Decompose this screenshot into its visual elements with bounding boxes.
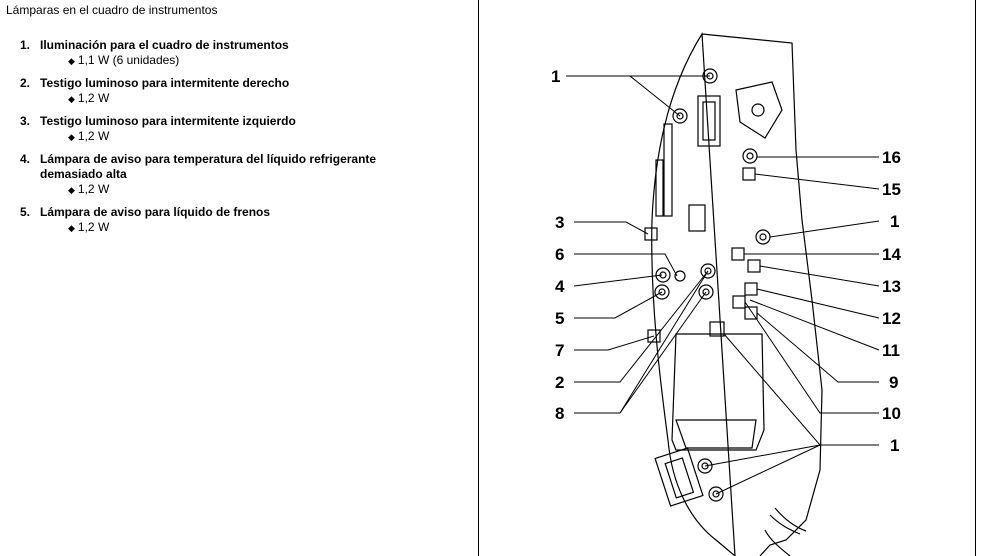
right-divider <box>975 0 976 556</box>
diamond-bullet-icon: ◆ <box>68 56 75 66</box>
callout-11: 11 <box>882 341 900 360</box>
callout-3: 3 <box>555 213 564 232</box>
item-spec-value: 1,2 W <box>77 220 110 234</box>
item-spec: ◆1,2 W <box>40 129 440 145</box>
instrument-cluster-figure: 1 3 6 4 5 7 2 8 16 15 1 14 13 12 11 9 10… <box>480 0 974 556</box>
bulb-socket <box>732 295 746 309</box>
callout-16: 16 <box>882 148 901 167</box>
item-number: 5. <box>20 205 31 219</box>
list-item: 4. Lámpara de aviso para temperatura del… <box>20 152 440 198</box>
bulb-socket <box>697 458 713 474</box>
item-label: Lámpara de aviso para líquido de frenos <box>40 205 271 219</box>
bulb-socket <box>709 321 725 337</box>
bulb-socket <box>744 282 758 296</box>
page-title: Lámparas en el cuadro de instrumentos <box>6 3 218 17</box>
callout-8: 8 <box>555 404 564 423</box>
gauge-housing <box>671 333 765 451</box>
bulb-socket <box>698 284 714 300</box>
callout-15: 15 <box>882 180 901 199</box>
item-number: 3. <box>20 114 31 128</box>
callout-14: 14 <box>882 245 901 264</box>
item-spec-value: 1,1 W (6 unidades) <box>77 53 180 67</box>
bulb-socket <box>708 486 724 502</box>
item-label: Testigo luminoso para intermitente izqui… <box>40 114 296 128</box>
ic-chip <box>688 204 706 232</box>
mounting-bracket <box>735 81 783 139</box>
instrument-cluster-diagram: 1 3 6 4 5 7 2 8 16 15 1 14 13 12 11 9 10… <box>551 32 901 556</box>
list-item: 1. Iluminación para el cuadro de instrum… <box>20 38 440 69</box>
item-label: Testigo luminoso para intermitente derec… <box>40 76 290 90</box>
item-number: 4. <box>20 152 31 166</box>
list-item: 2. Testigo luminoso para intermitente de… <box>20 76 440 107</box>
callout-2: 2 <box>555 373 564 392</box>
diamond-bullet-icon: ◆ <box>68 132 75 142</box>
bulb-socket <box>742 167 756 181</box>
item-number: 2. <box>20 76 31 90</box>
bulb-socket <box>700 263 716 279</box>
diamond-bullet-icon: ◆ <box>68 94 75 104</box>
callout-1: 1 <box>890 212 899 231</box>
diamond-bullet-icon: ◆ <box>68 185 75 195</box>
callout-1: 1 <box>890 436 899 455</box>
lamp-list: 1. Iluminación para el cuadro de instrum… <box>20 38 440 243</box>
callout-10: 10 <box>882 404 901 423</box>
bulb-socket <box>674 270 686 282</box>
callout-13: 13 <box>882 277 901 296</box>
bulb-socket <box>644 227 658 241</box>
list-item: 5. Lámpara de aviso para líquido de fren… <box>20 205 440 236</box>
item-spec-value: 1,2 W <box>77 129 110 143</box>
item-spec: ◆1,2 W <box>40 91 440 107</box>
item-spec: ◆1,1 W (6 unidades) <box>40 53 440 69</box>
left-strip-connector <box>663 123 673 217</box>
item-spec-value: 1,2 W <box>77 182 110 196</box>
item-spec: ◆1,2 W <box>40 182 440 198</box>
item-label: Iluminación para el cuadro de instrument… <box>40 38 289 52</box>
upper-connector <box>697 95 721 147</box>
callout-7: 7 <box>555 341 564 360</box>
bulb-socket <box>755 229 771 245</box>
callout-4: 4 <box>555 277 565 296</box>
bulb-socket <box>731 247 745 261</box>
item-spec-value: 1,2 W <box>77 91 110 105</box>
callout-1: 1 <box>551 67 560 86</box>
item-spec: ◆1,2 W <box>40 220 440 236</box>
list-item: 3. Testigo luminoso para intermitente iz… <box>20 114 440 145</box>
callout-6: 6 <box>555 245 564 264</box>
item-label: Lámpara de aviso para temperatura del lí… <box>40 152 377 181</box>
bulb-socket <box>742 148 758 164</box>
lower-connector <box>654 447 704 507</box>
circuit-board-outline <box>651 32 823 556</box>
left-divider <box>478 0 479 556</box>
callout-5: 5 <box>555 309 564 328</box>
bulb-socket <box>654 284 670 300</box>
item-number: 1. <box>20 38 31 52</box>
bulb-socket <box>647 329 661 343</box>
leader-lines <box>566 75 880 495</box>
lamp-list-panel: Lámparas en el cuadro de instrumentos 1.… <box>0 0 478 556</box>
bulb-socket <box>672 108 688 124</box>
callout-9: 9 <box>889 373 898 392</box>
cable-bundle <box>764 507 807 556</box>
bulb-socket <box>747 259 761 273</box>
diamond-bullet-icon: ◆ <box>68 223 75 233</box>
callout-12: 12 <box>882 309 901 328</box>
